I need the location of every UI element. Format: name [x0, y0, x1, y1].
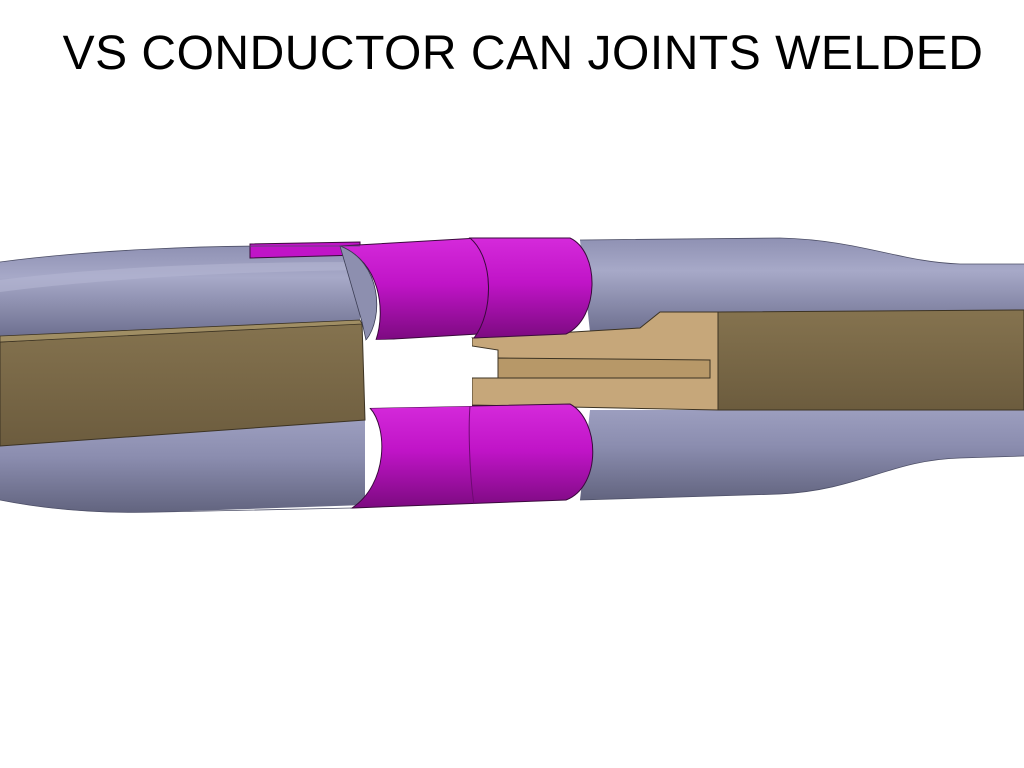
lower-weld-seam [468, 405, 475, 505]
upper-weld-sleeve-right [468, 237, 593, 339]
slide-title: VS CONDUCTOR CAN JOINTS WELDED [62, 27, 984, 80]
upper-tube-end-cap [339, 245, 378, 341]
lower-right-tube-outline [579, 455, 1024, 501]
left-can-bar-top-edge [0, 319, 363, 343]
upper-right-conductor-tube [580, 238, 1024, 332]
lower-weld-sleeve [350, 403, 594, 509]
right-can-bar [717, 309, 1024, 411]
upper-tube-outline [0, 245, 360, 263]
lower-left-conductor-tube [0, 420, 365, 513]
lower-tube-outline [0, 499, 353, 513]
upper-left-tube-highlight [0, 262, 360, 292]
lower-right-conductor-tube [580, 410, 1024, 500]
joint-gap [366, 338, 472, 408]
can-joint-slot [497, 357, 711, 379]
upper-right-tube-outline [579, 237, 1024, 265]
